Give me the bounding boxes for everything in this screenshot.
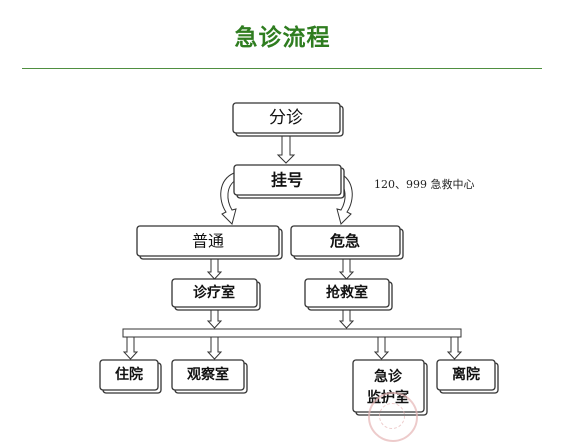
arrow-critical-to-rescue: [338, 258, 355, 280]
node-observation-label: 观察室: [187, 366, 229, 383]
node-register: 挂号: [233, 164, 345, 199]
node-ordinary-label: 普通: [192, 232, 224, 251]
node-clinic: 诊疗室: [171, 278, 261, 311]
node-critical-label: 危急: [330, 232, 360, 250]
node-triage-label: 分诊: [269, 108, 303, 128]
arrow-bar-to-icu: [373, 336, 390, 360]
arrow-clinic-to-bar: [206, 308, 223, 329]
arrow-ordinary-to-clinic: [206, 258, 223, 280]
arrow-rescue-to-bar: [338, 308, 355, 329]
node-icu-label-line1: 急诊: [374, 368, 403, 385]
node-rescue: 抢救室: [304, 278, 393, 311]
emergency-center-note: 120、999 急救中心: [374, 178, 475, 191]
node-triage: 分诊: [232, 102, 344, 137]
connectors: [122, 133, 463, 360]
distribution-bar: [122, 328, 462, 338]
node-observation: 观察室: [171, 359, 248, 394]
watermark-seal: [368, 392, 418, 442]
node-rescue-label: 抢救室: [326, 284, 368, 301]
arrow-triage-to-register: [276, 133, 296, 164]
node-critical: 危急: [290, 225, 404, 260]
arrow-register-to-ordinary: [220, 172, 237, 225]
node-admit: 住院: [99, 359, 162, 394]
node-register-label: 挂号: [271, 171, 303, 190]
title-divider: [22, 68, 542, 69]
node-admit-label: 住院: [115, 366, 143, 383]
node-discharge: 离院: [436, 359, 499, 394]
node-ordinary: 普通: [136, 225, 283, 260]
arrow-bar-to-admit: [122, 336, 139, 360]
node-clinic-label: 诊疗室: [193, 284, 235, 301]
node-discharge-label: 离院: [452, 366, 480, 383]
page-title: 急诊流程: [234, 25, 331, 51]
arrow-bar-to-observation: [206, 336, 223, 360]
arrow-bar-to-discharge: [446, 336, 463, 360]
